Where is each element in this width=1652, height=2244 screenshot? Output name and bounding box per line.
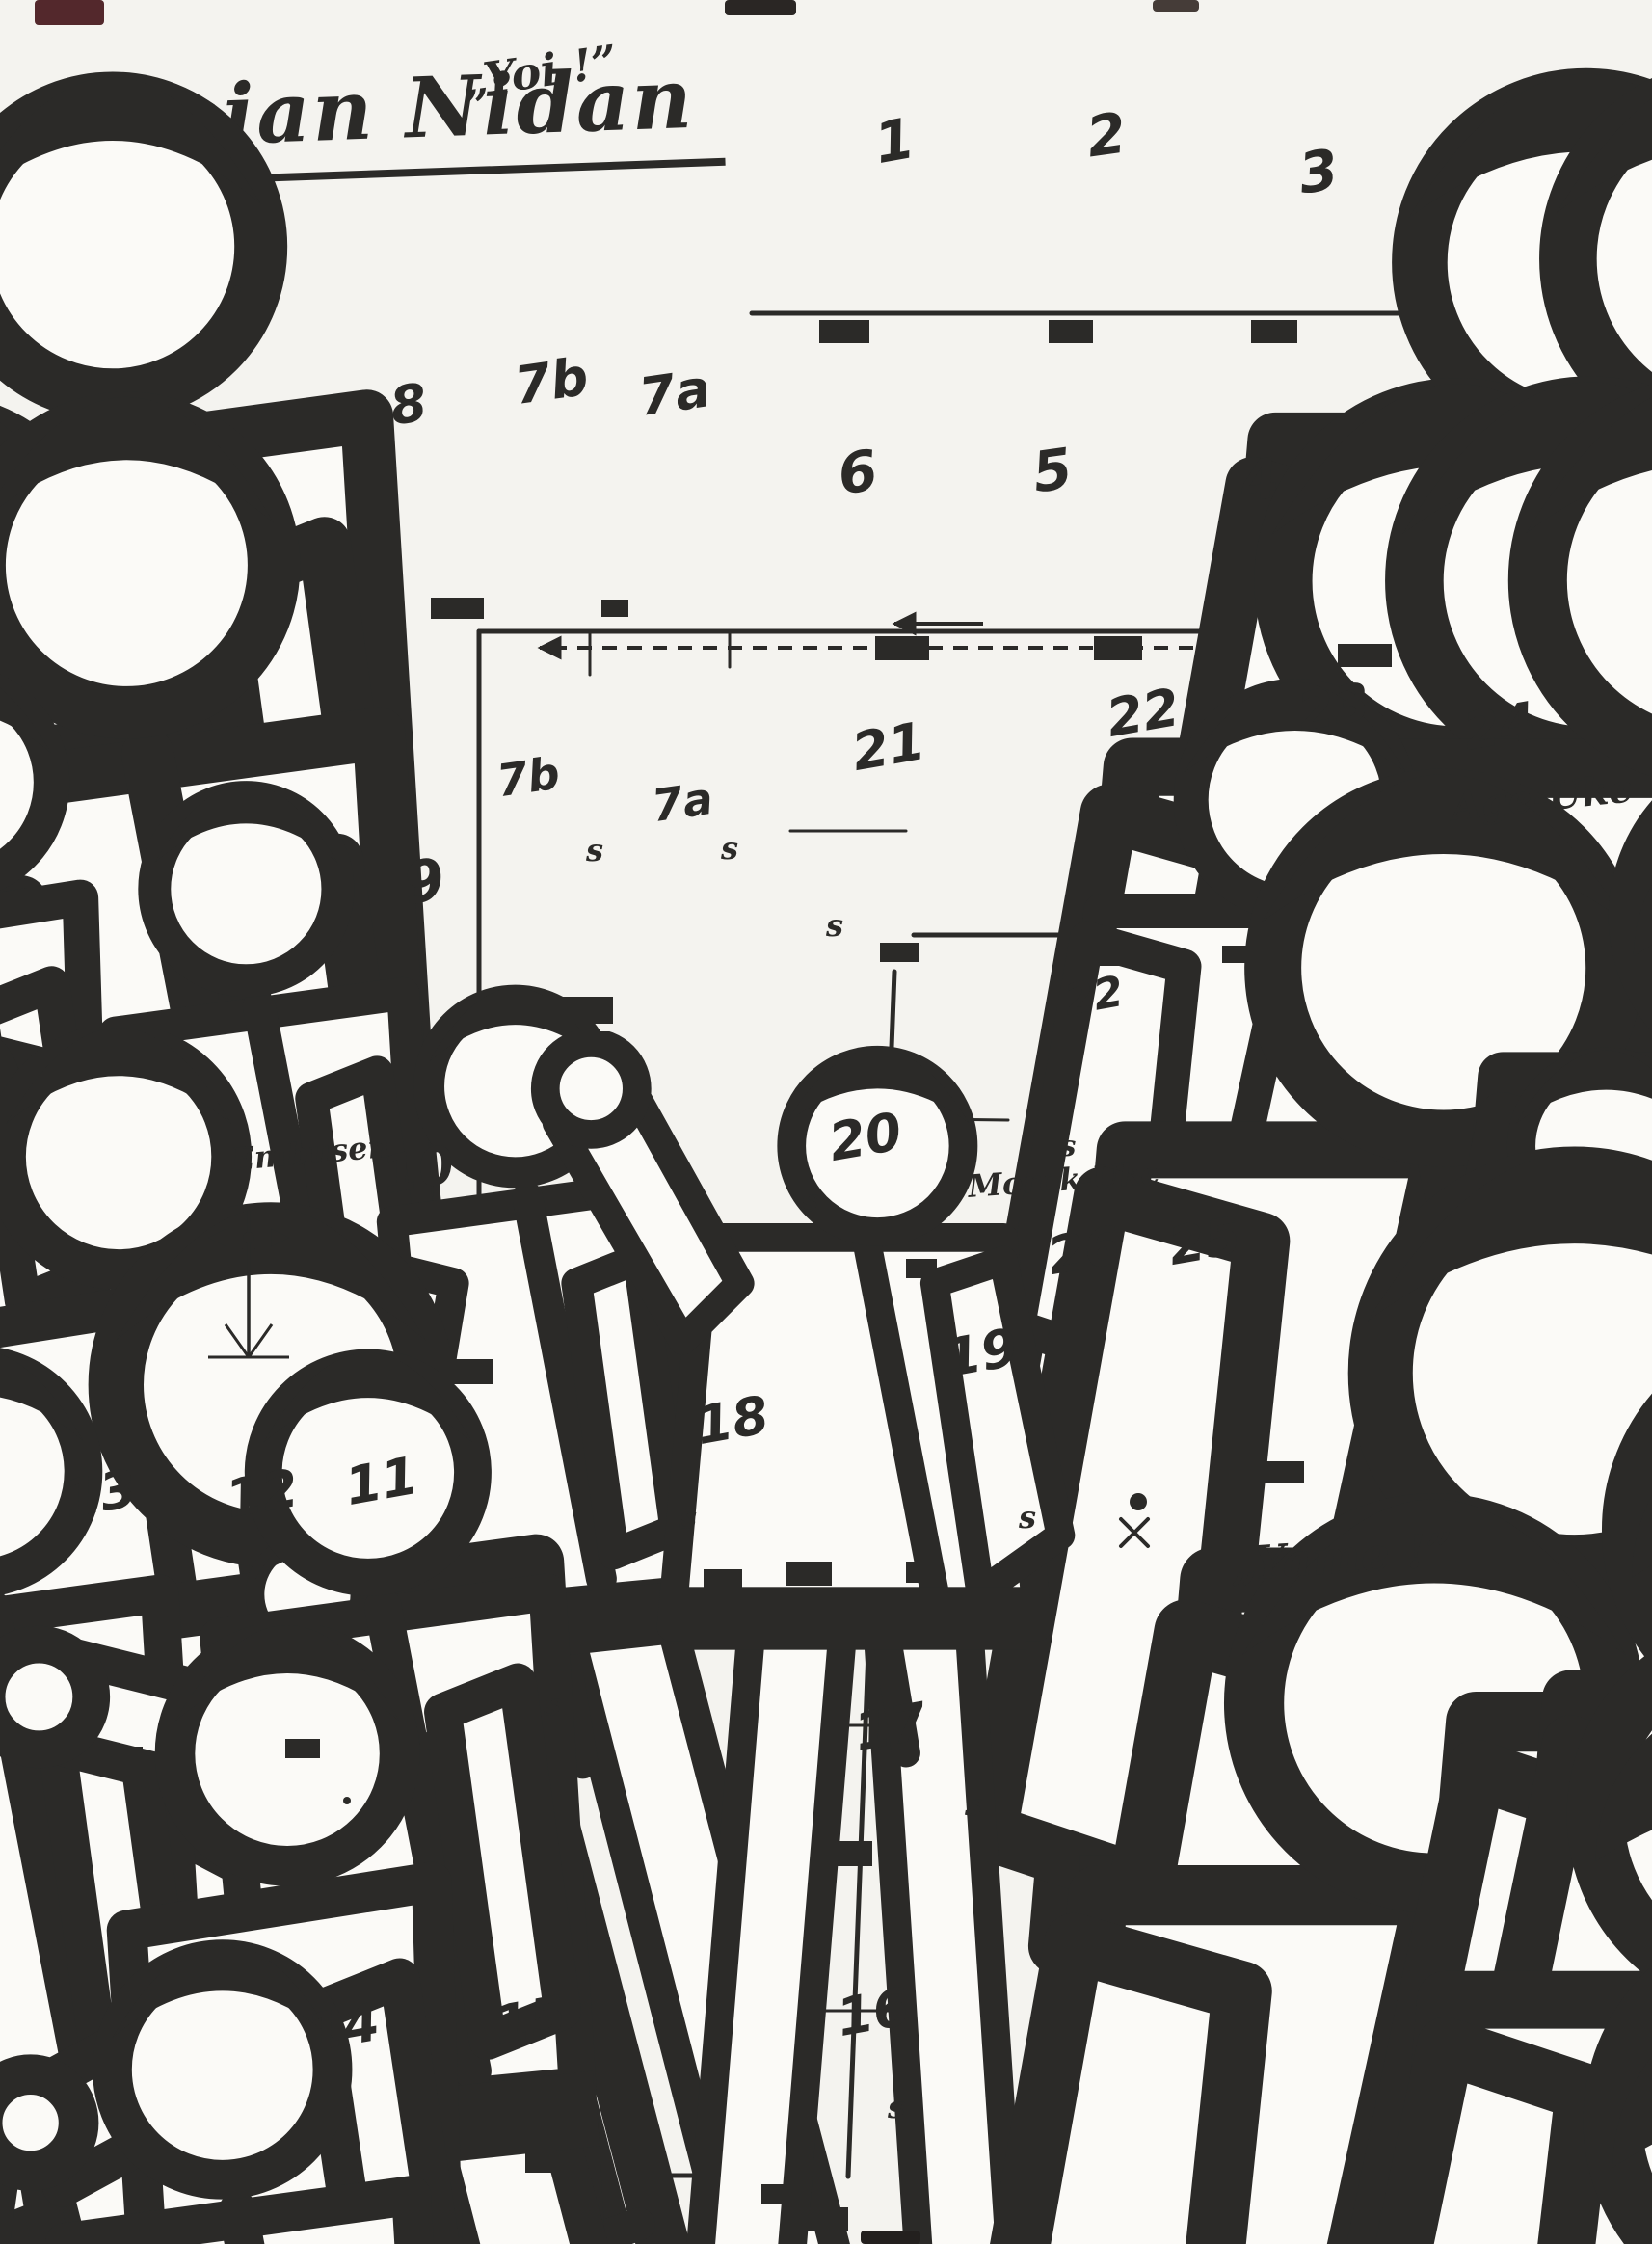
scan-artifact-2 xyxy=(725,0,796,15)
smark-22: s xyxy=(1059,1130,1077,1163)
step-2: 2 xyxy=(1082,99,1131,171)
step-19: 19 xyxy=(940,1316,1023,1390)
foot-marker-6 xyxy=(875,636,929,660)
smark-18: s xyxy=(679,1499,698,1536)
foot-marker-5 xyxy=(601,600,628,617)
step-13: 13 xyxy=(59,1456,142,1531)
smark-16: s xyxy=(887,2089,906,2125)
foot-marker-16 xyxy=(704,1569,742,1590)
x-symbol-4 xyxy=(1119,1517,1150,1548)
foot-marker-2 xyxy=(1049,320,1093,343)
step-7a: 7a xyxy=(634,358,714,428)
step-11: 11 xyxy=(340,1444,423,1518)
foot-marker-17 xyxy=(786,1562,832,1586)
foot-marker-21 xyxy=(813,1841,872,1866)
foot-marker-13 xyxy=(439,1359,493,1384)
dot-symbol-5 xyxy=(233,285,241,293)
foot-marker-15 xyxy=(1248,1461,1304,1483)
step-18: 18 xyxy=(691,1383,774,1457)
foot-marker-10 xyxy=(880,943,919,962)
step-4: 4 xyxy=(1236,444,1284,516)
step-9: 9 xyxy=(399,845,449,919)
step-24: 24 xyxy=(1458,689,1541,763)
x-symbol-2 xyxy=(409,1758,441,1791)
foot-marker-23 xyxy=(525,2151,579,2173)
scan-artifact-4 xyxy=(861,2231,920,2244)
foot-marker-7 xyxy=(1094,636,1142,660)
step-8: 8 xyxy=(386,371,431,438)
dot-symbol-3 xyxy=(1130,1493,1147,1510)
step-26: 26 xyxy=(1043,1214,1126,1288)
step-14: 14 xyxy=(302,1990,385,2065)
foot-marker-12 xyxy=(1222,946,1247,963)
smark-7a: s xyxy=(720,830,739,867)
smark-11: s xyxy=(543,1686,562,1723)
step-23: 23 xyxy=(1292,670,1375,744)
step-21: 21 xyxy=(847,709,930,784)
foot-marker-3 xyxy=(1251,320,1297,343)
smark-17: s xyxy=(964,1786,983,1823)
foot-marker-20 xyxy=(285,1739,320,1758)
foot-marker-11 xyxy=(1087,945,1137,966)
step-6: 6 xyxy=(834,437,882,508)
foot-marker-1 xyxy=(819,320,869,343)
foot-marker-14 xyxy=(906,1259,937,1278)
foot-markers-layer xyxy=(94,320,1392,2231)
smark-20: s xyxy=(800,1182,819,1218)
step-22-rep: 22 xyxy=(1060,967,1128,1026)
step-22: 22 xyxy=(1102,676,1185,750)
step-25: 25 xyxy=(1163,1204,1246,1278)
step-20: 20 xyxy=(824,1100,907,1174)
embusen-diagram xyxy=(208,1211,289,1359)
step-5: 5 xyxy=(1028,435,1077,506)
foot-marker-4 xyxy=(431,598,484,619)
step-15: 15 xyxy=(489,1983,572,2057)
smark-7b: s xyxy=(585,832,604,868)
foot-marker-18 xyxy=(906,1562,941,1583)
dot-symbol-6 xyxy=(343,1797,351,1804)
step-7a-rep: 7a xyxy=(649,771,716,833)
foot-marker-24 xyxy=(761,2184,796,2204)
step-17: 17 xyxy=(849,1690,932,1764)
step-7b: 7b xyxy=(510,346,593,417)
scan-artifact-3 xyxy=(1153,0,1199,12)
step-16: 16 xyxy=(832,1975,915,2049)
foot-marker-9 xyxy=(540,997,613,1024)
step-3: 3 xyxy=(1294,136,1343,207)
scan-artifact-1 xyxy=(35,0,104,25)
smark-21: s xyxy=(825,907,844,944)
foot-marker-19 xyxy=(94,1747,143,1768)
dot-symbol-1 xyxy=(419,1732,437,1750)
step-7b-rep: 7b xyxy=(493,746,563,808)
symbols-layer xyxy=(208,285,1150,1804)
smark-19: s xyxy=(1018,1499,1037,1536)
foot-marker-8 xyxy=(1338,644,1392,667)
foot-marker-25 xyxy=(798,2207,848,2231)
step-12: 12 xyxy=(221,1456,304,1531)
foot-marker-22 xyxy=(268,2151,303,2171)
